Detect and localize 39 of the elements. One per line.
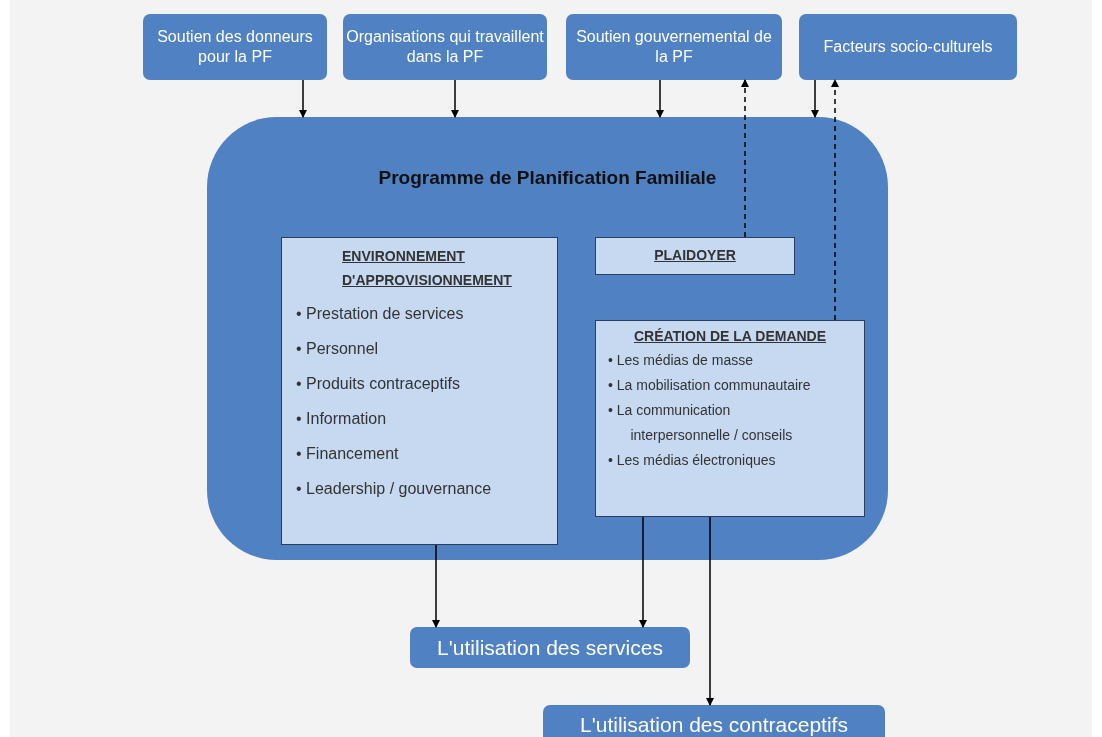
- content-box: [595, 320, 865, 517]
- arrow: [432, 544, 440, 628]
- box-heading: CRÉATION DE LA DEMANDE: [632, 327, 828, 346]
- process-box: [566, 14, 782, 80]
- process-box: [143, 14, 327, 80]
- process-box: [543, 705, 885, 737]
- box-label: L'utilisation des contraceptifs: [580, 715, 848, 735]
- box-heading: PLAIDOYER: [653, 246, 737, 265]
- box-heading: ENVIRONNEMENT D'APPROVISIONNEMENT: [342, 247, 513, 290]
- list-item: • Produits contraceptifs: [296, 374, 461, 393]
- content-box: [281, 237, 558, 545]
- list-item: • Leadership / gouvernance: [296, 479, 493, 498]
- process-box: [343, 14, 547, 80]
- arrow: [639, 516, 647, 628]
- box-label: L'utilisation des services: [437, 637, 663, 658]
- box-label: Facteurs socio-culturels: [823, 37, 993, 57]
- list-item: • Information: [296, 409, 388, 428]
- program-panel: [207, 117, 888, 560]
- dashed-arrow: [741, 79, 749, 238]
- content-box: [595, 237, 795, 275]
- box-label: Soutien des donneurs pour la PF: [156, 27, 314, 67]
- list-item: • La communication interpersonnelle / conseils: [608, 401, 794, 445]
- arrow: [811, 79, 819, 118]
- list-item: • Financement: [296, 444, 400, 463]
- arrow: [656, 79, 664, 118]
- process-box: [410, 627, 690, 668]
- process-box: [799, 14, 1017, 80]
- box-label: Soutien gouvernemental de la PF: [575, 27, 773, 67]
- list-item: • Les médias électroniques: [608, 451, 777, 470]
- box-label: Organisations qui travaillent dans la PF: [346, 27, 544, 67]
- dashed-arrow: [831, 79, 839, 321]
- arrow: [706, 516, 714, 706]
- arrow: [451, 79, 459, 118]
- list-item: • La mobilisation communautaire: [608, 376, 812, 395]
- panel-title: Programme de Planification Familiale: [377, 167, 718, 189]
- list-item: • Personnel: [296, 339, 380, 358]
- list-item: • Prestation de services: [296, 304, 465, 323]
- list-item: • Les médias de masse: [608, 351, 754, 370]
- arrow: [299, 79, 307, 118]
